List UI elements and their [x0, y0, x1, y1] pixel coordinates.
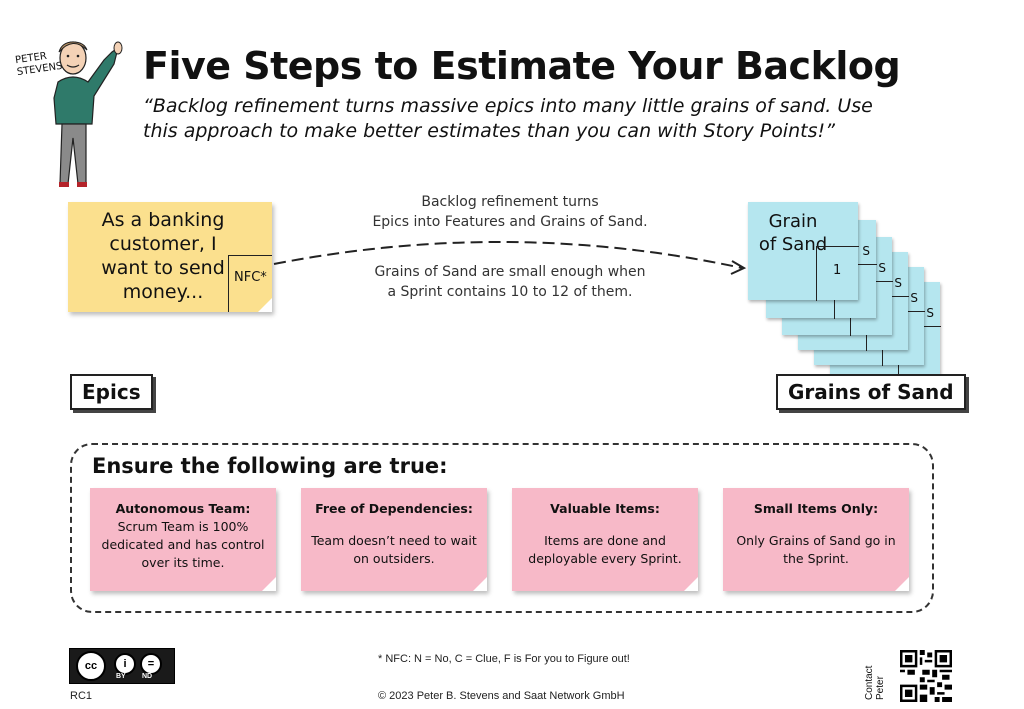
arrow-note-top-line-1: Backlog refinement turns — [421, 194, 599, 210]
criteria-card-autonomous-team: Autonomous Team: Scrum Team is 100% dedi… — [90, 488, 276, 591]
criteria-body: Team doesn’t need to wait on outsiders. — [311, 533, 477, 566]
grain-value-box: 1 — [816, 246, 859, 301]
arrow-note-top: Backlog refinement turns Epics into Feat… — [340, 192, 680, 232]
grain-note-front: Grain of Sand 1 — [748, 202, 859, 301]
arrow-note-bottom-line-2: a Sprint contains 10 to 12 of them. — [387, 284, 633, 300]
arrow-note-bottom-line-1: Grains of Sand are small enough when — [374, 264, 646, 280]
grain-title: Grain of Sand — [758, 211, 828, 255]
epic-sticky-note: As a banking customer, I want to send mo… — [68, 202, 272, 312]
criteria-body: Scrum Team is 100% dedicated and has con… — [101, 519, 265, 570]
criteria-card-small-items-only: Small Items Only: Only Grains of Sand go… — [723, 488, 909, 591]
page-quote: “Backlog refinement turns massive epics … — [143, 95, 873, 142]
grains-of-sand-label: Grains of Sand — [776, 374, 966, 410]
license-badge: cc i = BY ND — [69, 648, 175, 684]
nfc-corner: NFC* — [228, 255, 272, 312]
criteria-card-valuable-items: Valuable Items: Items are done and deplo… — [512, 488, 698, 591]
criteria-body: Items are done and deployable every Spri… — [528, 533, 682, 566]
epics-label: Epics — [70, 374, 153, 410]
criteria-heading: Small Items Only: — [753, 501, 879, 516]
criteria-body: Only Grains of Sand go in the Sprint. — [736, 533, 896, 566]
ensure-section-border — [70, 443, 934, 613]
grain-size-label: S — [926, 306, 934, 320]
note-fold — [684, 577, 698, 591]
copyright: © 2023 Peter B. Stevens and Saat Network… — [378, 690, 625, 702]
arrow-note-bottom: Grains of Sand are small enough when a S… — [340, 262, 680, 302]
qr-code[interactable] — [900, 650, 952, 702]
note-fold — [895, 577, 909, 591]
note-fold — [473, 577, 487, 591]
author-caricature — [53, 41, 123, 187]
arrow-note-top-line-2: Epics into Features and Grains of Sand. — [372, 214, 648, 230]
contact-line-2: Peter — [875, 676, 886, 700]
ensure-title: Ensure the following are true: — [92, 454, 448, 478]
version-label: RC1 — [70, 690, 93, 702]
note-fold — [258, 298, 272, 312]
criteria-heading: Free of Dependencies: — [315, 501, 473, 516]
license-nd: ND — [142, 673, 153, 680]
contact-label: Contact Peter — [864, 666, 886, 700]
cc-icon: cc — [76, 651, 106, 681]
criteria-card-free-of-dependencies: Free of Dependencies: Team doesn’t need … — [301, 488, 487, 591]
note-fold — [262, 577, 276, 591]
grain-value: 1 — [833, 263, 842, 278]
criteria-heading: Valuable Items: — [550, 501, 660, 516]
page-title: Five Steps to Estimate Your Backlog — [143, 44, 901, 88]
grain-size-label: S — [862, 244, 870, 258]
refinement-arrow — [273, 241, 747, 275]
nfc-label: NFC* — [234, 270, 267, 285]
grain-size-label: S — [878, 261, 886, 275]
nfc-footnote: * NFC: N = No, C = Clue, F is For you to… — [378, 653, 630, 665]
criteria-heading: Autonomous Team: — [115, 501, 251, 516]
no-derivatives-icon: = — [140, 653, 162, 675]
epic-text: As a banking customer, I want to send mo… — [101, 209, 225, 303]
contact-line-1: Contact — [864, 665, 875, 700]
grain-size-label: S — [894, 276, 902, 290]
grain-size-label: S — [910, 291, 918, 305]
attribution-icon: i — [114, 653, 136, 675]
license-by: BY — [116, 673, 126, 680]
